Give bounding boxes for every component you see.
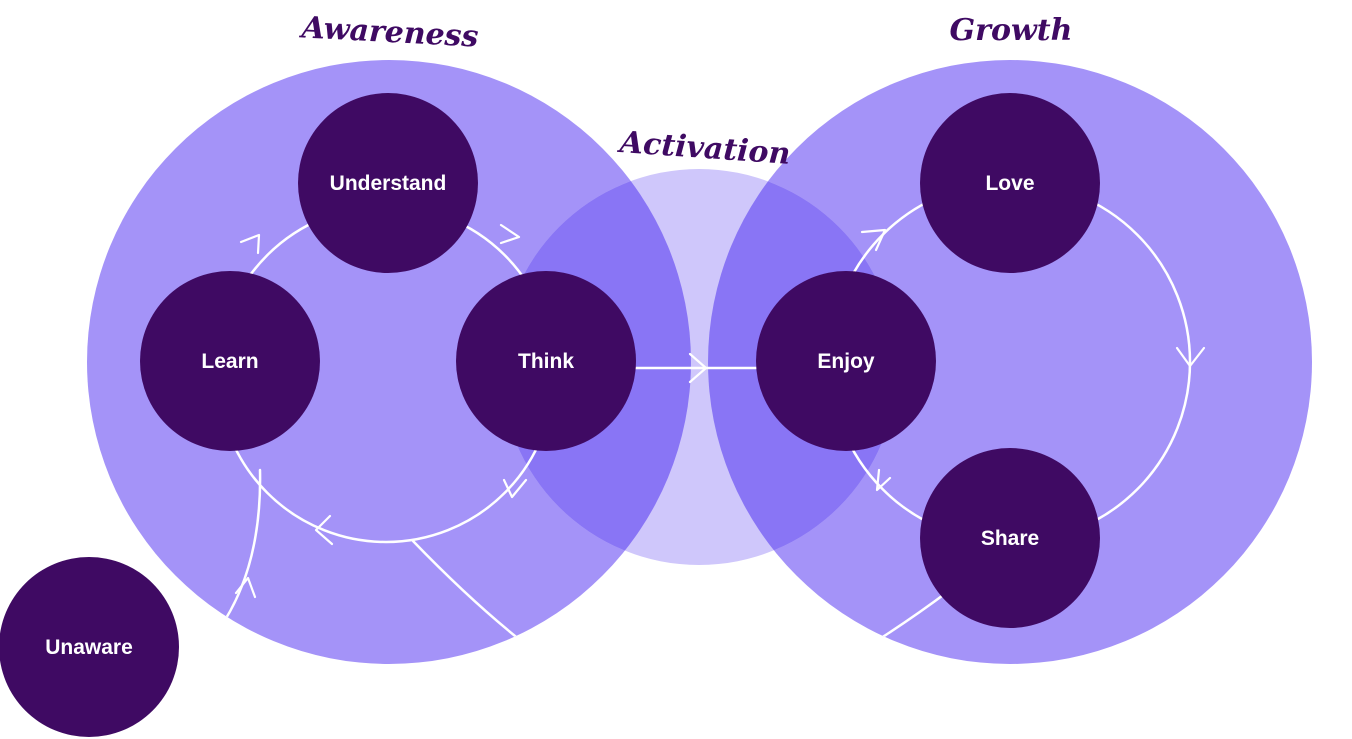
growth-activation-overlap xyxy=(708,169,897,565)
awareness-circle xyxy=(87,60,691,664)
node-love: Love xyxy=(920,93,1100,273)
node-think-label: Think xyxy=(518,350,574,373)
exit-line xyxy=(411,539,522,642)
node-unaware-label: Unaware xyxy=(45,636,133,659)
awareness-title: Awareness xyxy=(298,10,480,54)
growth-circle xyxy=(708,60,1312,664)
node-love-label: Love xyxy=(985,172,1034,195)
node-share: Share xyxy=(920,448,1100,628)
node-enjoy-label: Enjoy xyxy=(817,350,874,373)
chevron-icon xyxy=(239,233,261,255)
chevron-icon xyxy=(860,228,887,252)
chevron-icon xyxy=(499,223,521,245)
arrow-right-icon xyxy=(688,352,708,384)
node-learn: Learn xyxy=(140,271,320,451)
node-share-label: Share xyxy=(981,527,1039,550)
chevron-icon xyxy=(314,514,334,546)
growth-title: Growth xyxy=(950,13,1073,48)
chevron-icon xyxy=(1175,346,1206,368)
node-understand-label: Understand xyxy=(330,172,447,195)
activation-title: Activation xyxy=(616,125,792,172)
awareness-activation-overlap xyxy=(501,169,691,565)
node-unaware: Unaware xyxy=(0,557,179,737)
chevron-icon xyxy=(502,478,528,499)
node-enjoy: Enjoy xyxy=(756,271,936,451)
node-learn-label: Learn xyxy=(201,350,258,373)
unaware-entry-line xyxy=(223,468,262,622)
chevron-icon xyxy=(875,468,892,492)
chevron-icon xyxy=(234,576,257,599)
node-understand: Understand xyxy=(298,93,478,273)
node-think: Think xyxy=(456,271,636,451)
